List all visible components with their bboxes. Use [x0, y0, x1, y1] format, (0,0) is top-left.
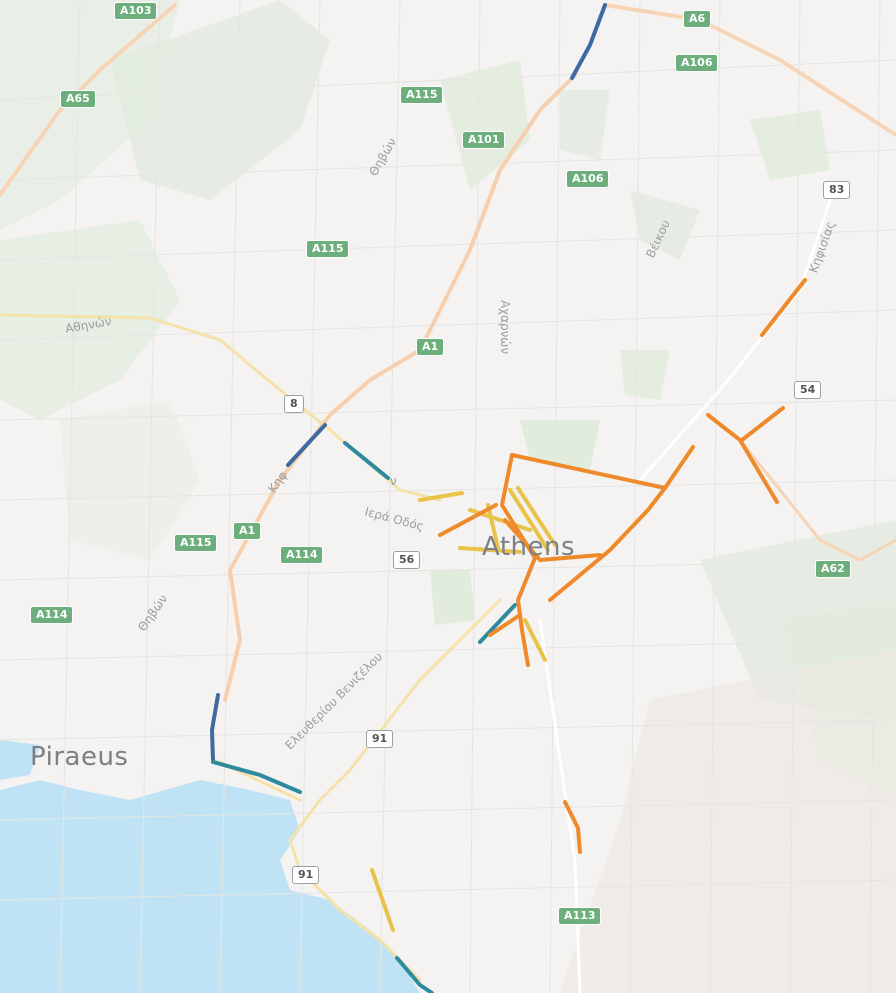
route-shield-91-mid: 91 — [366, 730, 394, 748]
traffic-segment — [211, 760, 302, 794]
traffic-segment — [488, 613, 522, 637]
sea-water — [0, 780, 420, 993]
route-shield-56: 56 — [393, 551, 421, 569]
traffic-segment — [570, 3, 607, 80]
traffic-segment — [503, 518, 602, 563]
traffic-segment — [563, 800, 582, 854]
route-shield-54: 54 — [794, 381, 822, 399]
traffic-segment — [508, 488, 550, 552]
traffic-segment — [343, 441, 390, 480]
route-shield-a115-left: A115 — [174, 534, 218, 552]
harbor-water — [0, 740, 40, 780]
traffic-segment — [706, 413, 779, 504]
city-label-piraeus: Piraeus — [30, 742, 129, 772]
traffic-segment — [740, 406, 785, 442]
traffic-segment — [395, 956, 434, 993]
street-label-acharnon: Αχαρνών — [498, 299, 513, 355]
route-shield-a1-mid: A1 — [416, 338, 445, 356]
traffic-segment — [760, 278, 807, 337]
traffic-segment — [516, 486, 557, 547]
traffic-segment — [370, 868, 395, 932]
traffic-segment — [438, 503, 498, 537]
traffic-overlay — [209, 3, 807, 993]
route-shield-a103: A103 — [114, 2, 158, 20]
traffic-segment — [418, 491, 464, 502]
route-shield-a115-mid: A115 — [306, 240, 350, 258]
route-shield-a113: A113 — [558, 907, 602, 925]
route-shield-a106-top: A106 — [675, 54, 719, 72]
traffic-segment — [458, 546, 522, 554]
route-shield-a106-mid: A106 — [566, 170, 610, 188]
traffic-segment — [478, 603, 517, 644]
traffic-segment — [523, 618, 547, 662]
traffic-segment — [486, 503, 500, 550]
traffic-segment — [286, 423, 327, 467]
route-shield-a114-mid: A114 — [280, 546, 324, 564]
route-shield-a101: A101 — [462, 131, 506, 149]
route-shield-a6: A6 — [683, 10, 712, 28]
route-shield-91-low: 91 — [292, 866, 320, 884]
traffic-segment — [548, 486, 667, 602]
route-shield-a62: A62 — [815, 560, 851, 578]
route-shield-8: 8 — [284, 395, 304, 413]
terrain-relief — [560, 650, 896, 993]
route-shield-a114-left: A114 — [30, 606, 74, 624]
traffic-segment — [499, 453, 538, 667]
route-shield-83: 83 — [823, 181, 851, 199]
route-shield-a65: A65 — [60, 90, 96, 108]
route-shield-a1-left: A1 — [233, 522, 262, 540]
city-label-athens: Athens — [482, 532, 576, 562]
traffic-segment — [209, 693, 220, 762]
street-label-v: ν — [390, 474, 397, 488]
route-shield-a115-top: A115 — [400, 86, 444, 104]
